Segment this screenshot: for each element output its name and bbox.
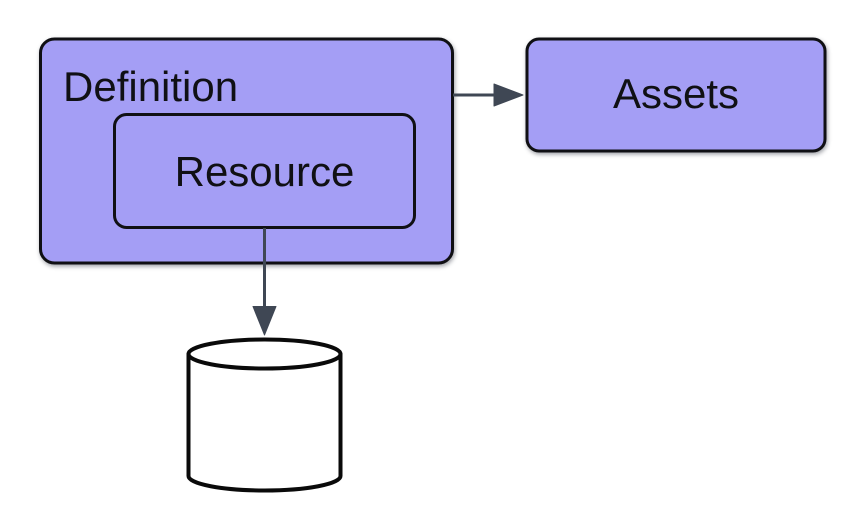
database-cylinder-top — [186, 337, 343, 371]
assets-node-shape — [525, 37, 827, 153]
database-cylinder-body — [186, 352, 343, 493]
resource-node-label: Resource — [175, 148, 355, 195]
definition-node-label: Definition — [63, 63, 238, 110]
edge-definition-to-assets-arrowhead — [493, 83, 524, 107]
edge-resource-to-database-arrowhead — [252, 306, 277, 336]
database-cylinder-icon — [186, 337, 343, 493]
edge-definition-to-assets — [453, 83, 524, 107]
assets-node-label: Assets — [613, 70, 739, 117]
resource-node: Resource — [113, 113, 416, 229]
resource-node-shape — [113, 113, 416, 229]
assets-node: Assets — [525, 37, 827, 153]
edge-resource-to-database — [252, 228, 277, 336]
